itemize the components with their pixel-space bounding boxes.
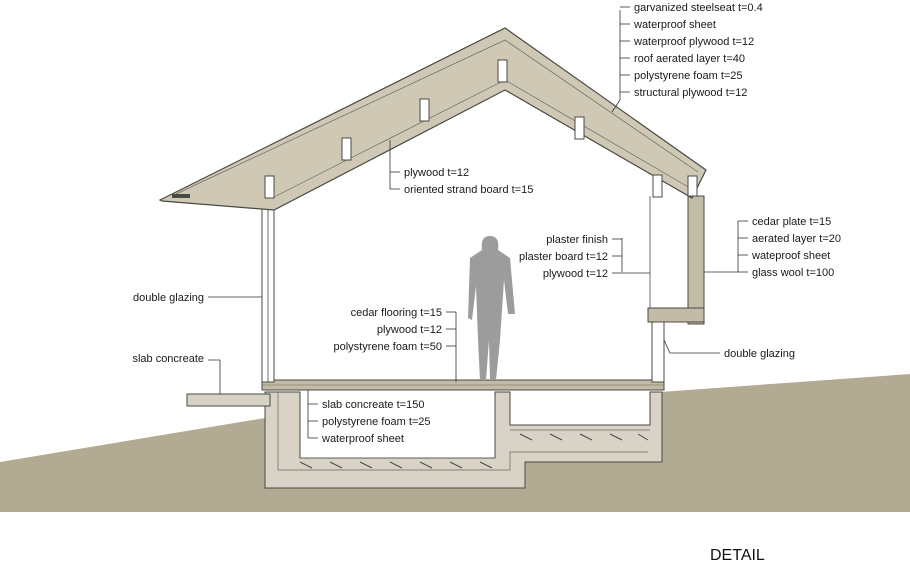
label-floor-plywood: plywood t=12	[377, 324, 442, 336]
label-slab-waterproof-sheet: waterproof sheet	[321, 433, 404, 445]
label-roof-waterproof-plywood: waterproof plywood t=12	[633, 36, 754, 48]
label-wall-waterproof-sheet: wateproof sheet	[751, 250, 830, 262]
label-slab-concrete: slab concreate	[132, 353, 204, 365]
human-figure	[468, 236, 515, 380]
label-roof-structural-plywood: structural plywood t=12	[634, 87, 747, 99]
label-roof-polystyrene: polystyrene foam t=25	[634, 70, 743, 82]
right-wall	[647, 195, 705, 383]
label-aerated-layer: aerated layer t=20	[752, 233, 841, 245]
label-ceiling-plywood: plywood t=12	[404, 167, 469, 179]
label-double-glazing-left: double glazing	[133, 292, 204, 304]
label-plaster-finish: plaster finish	[546, 234, 608, 246]
label-floor-polystyrene: polystyrene foam t=50	[333, 341, 442, 353]
ground-terrain	[0, 374, 910, 512]
label-slab-concrete-150: slab concreate t=150	[322, 399, 424, 411]
left-wall	[261, 197, 275, 383]
label-glass-wool: glass wool t=100	[752, 267, 834, 279]
label-slab-polystyrene: polystyrene foam t=25	[322, 416, 431, 428]
label-double-glazing-right: double glazing	[724, 348, 795, 360]
roof-rafters	[264, 59, 698, 199]
label-roof-steel: garvanized steelseat t=0.4	[634, 2, 763, 14]
drawing-title: DETAIL	[710, 547, 765, 564]
roof-assembly	[158, 27, 707, 211]
label-roof-waterproof-sheet: waterproof sheet	[633, 19, 716, 31]
label-cedar-plate: cedar plate t=15	[752, 216, 831, 228]
label-cedar-flooring: cedar flooring t=15	[351, 307, 442, 319]
label-plaster-board: plaster board t=12	[519, 251, 608, 263]
label-ceiling-osb: oriented strand board t=15	[404, 184, 533, 196]
label-wall-plywood: plywood t=12	[543, 268, 608, 280]
foundation	[186, 391, 663, 489]
leader-lines	[208, 6, 748, 439]
label-roof-aerated-layer: roof aerated layer t=40	[634, 53, 745, 65]
slab-hatch	[299, 433, 649, 469]
